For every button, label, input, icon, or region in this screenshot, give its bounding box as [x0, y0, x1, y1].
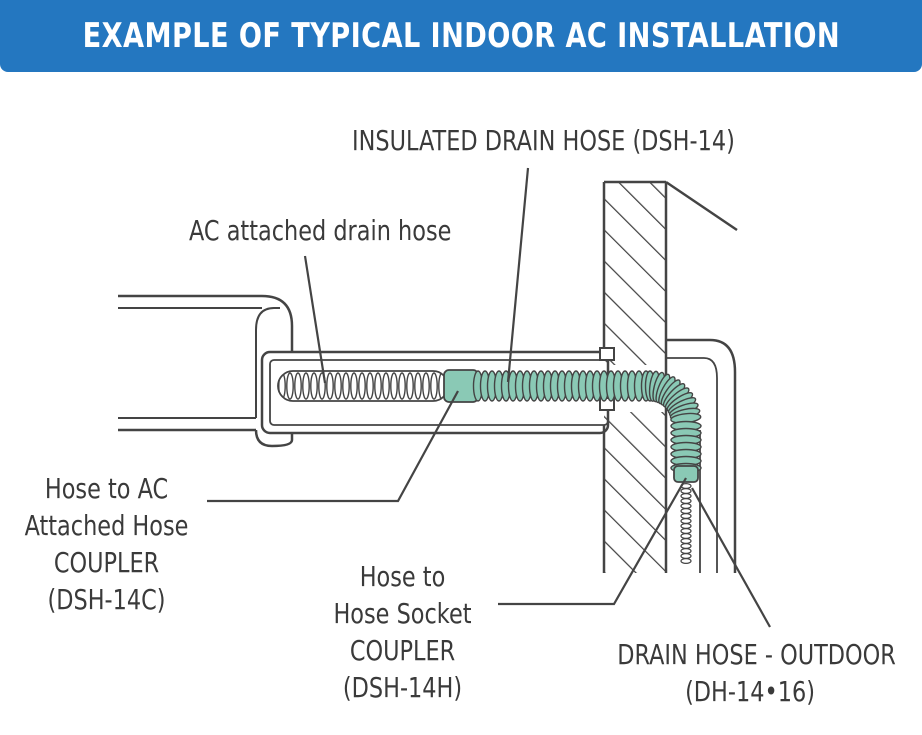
label-coupler-ac: Hose to AC Attached Hose COUPLER (DSH-14…	[25, 470, 189, 618]
diagram-title: EXAMPLE OF TYPICAL INDOOR AC INSTALLATIO…	[82, 16, 840, 56]
label-outdoor-line2: (DH-14•16)	[685, 675, 815, 708]
leader-ac-hose	[303, 255, 327, 384]
leader-insulated	[506, 167, 530, 383]
label-ac-attached-drain-hose: AC attached drain hose	[189, 214, 452, 247]
wall	[599, 180, 738, 573]
leader-coupler-ac	[207, 390, 459, 503]
leader-lines	[207, 167, 771, 628]
insulated-drain-hose	[472, 370, 702, 474]
label-coupler-ac-line4: (DSH-14C)	[47, 583, 166, 616]
leader-coupler-socket	[498, 477, 687, 606]
label-outdoor-drain-hose: DRAIN HOSE - OUTDOOR (DH-14•16)	[617, 636, 896, 710]
ac-unit	[118, 294, 294, 448]
leader-outdoor	[691, 487, 771, 628]
label-coupler-socket-line3: COUPLER	[349, 634, 456, 667]
label-coupler-ac-line1: Hose to AC	[44, 472, 169, 505]
label-coupler-socket: Hose to Hose Socket COUPLER (DSH-14H)	[329, 558, 477, 706]
label-coupler-socket-line2: Hose Socket	[333, 597, 472, 630]
label-coupler-socket-line4: (DSH-14H)	[342, 671, 463, 704]
outdoor-drain-hose	[680, 483, 692, 564]
label-outdoor-line1: DRAIN HOSE - OUTDOOR	[617, 638, 896, 671]
ac-attached-drain-hose	[277, 370, 449, 402]
label-coupler-ac-line3: COUPLER	[53, 546, 160, 579]
coupler-hose-socket	[673, 465, 699, 483]
label-coupler-ac-line2: Attached Hose	[24, 509, 189, 542]
label-coupler-socket-line1: Hose to	[359, 560, 446, 593]
title-banner: EXAMPLE OF TYPICAL INDOOR AC INSTALLATIO…	[0, 0, 922, 72]
label-insulated-drain-hose: INSULATED DRAIN HOSE (DSH-14)	[352, 124, 735, 157]
